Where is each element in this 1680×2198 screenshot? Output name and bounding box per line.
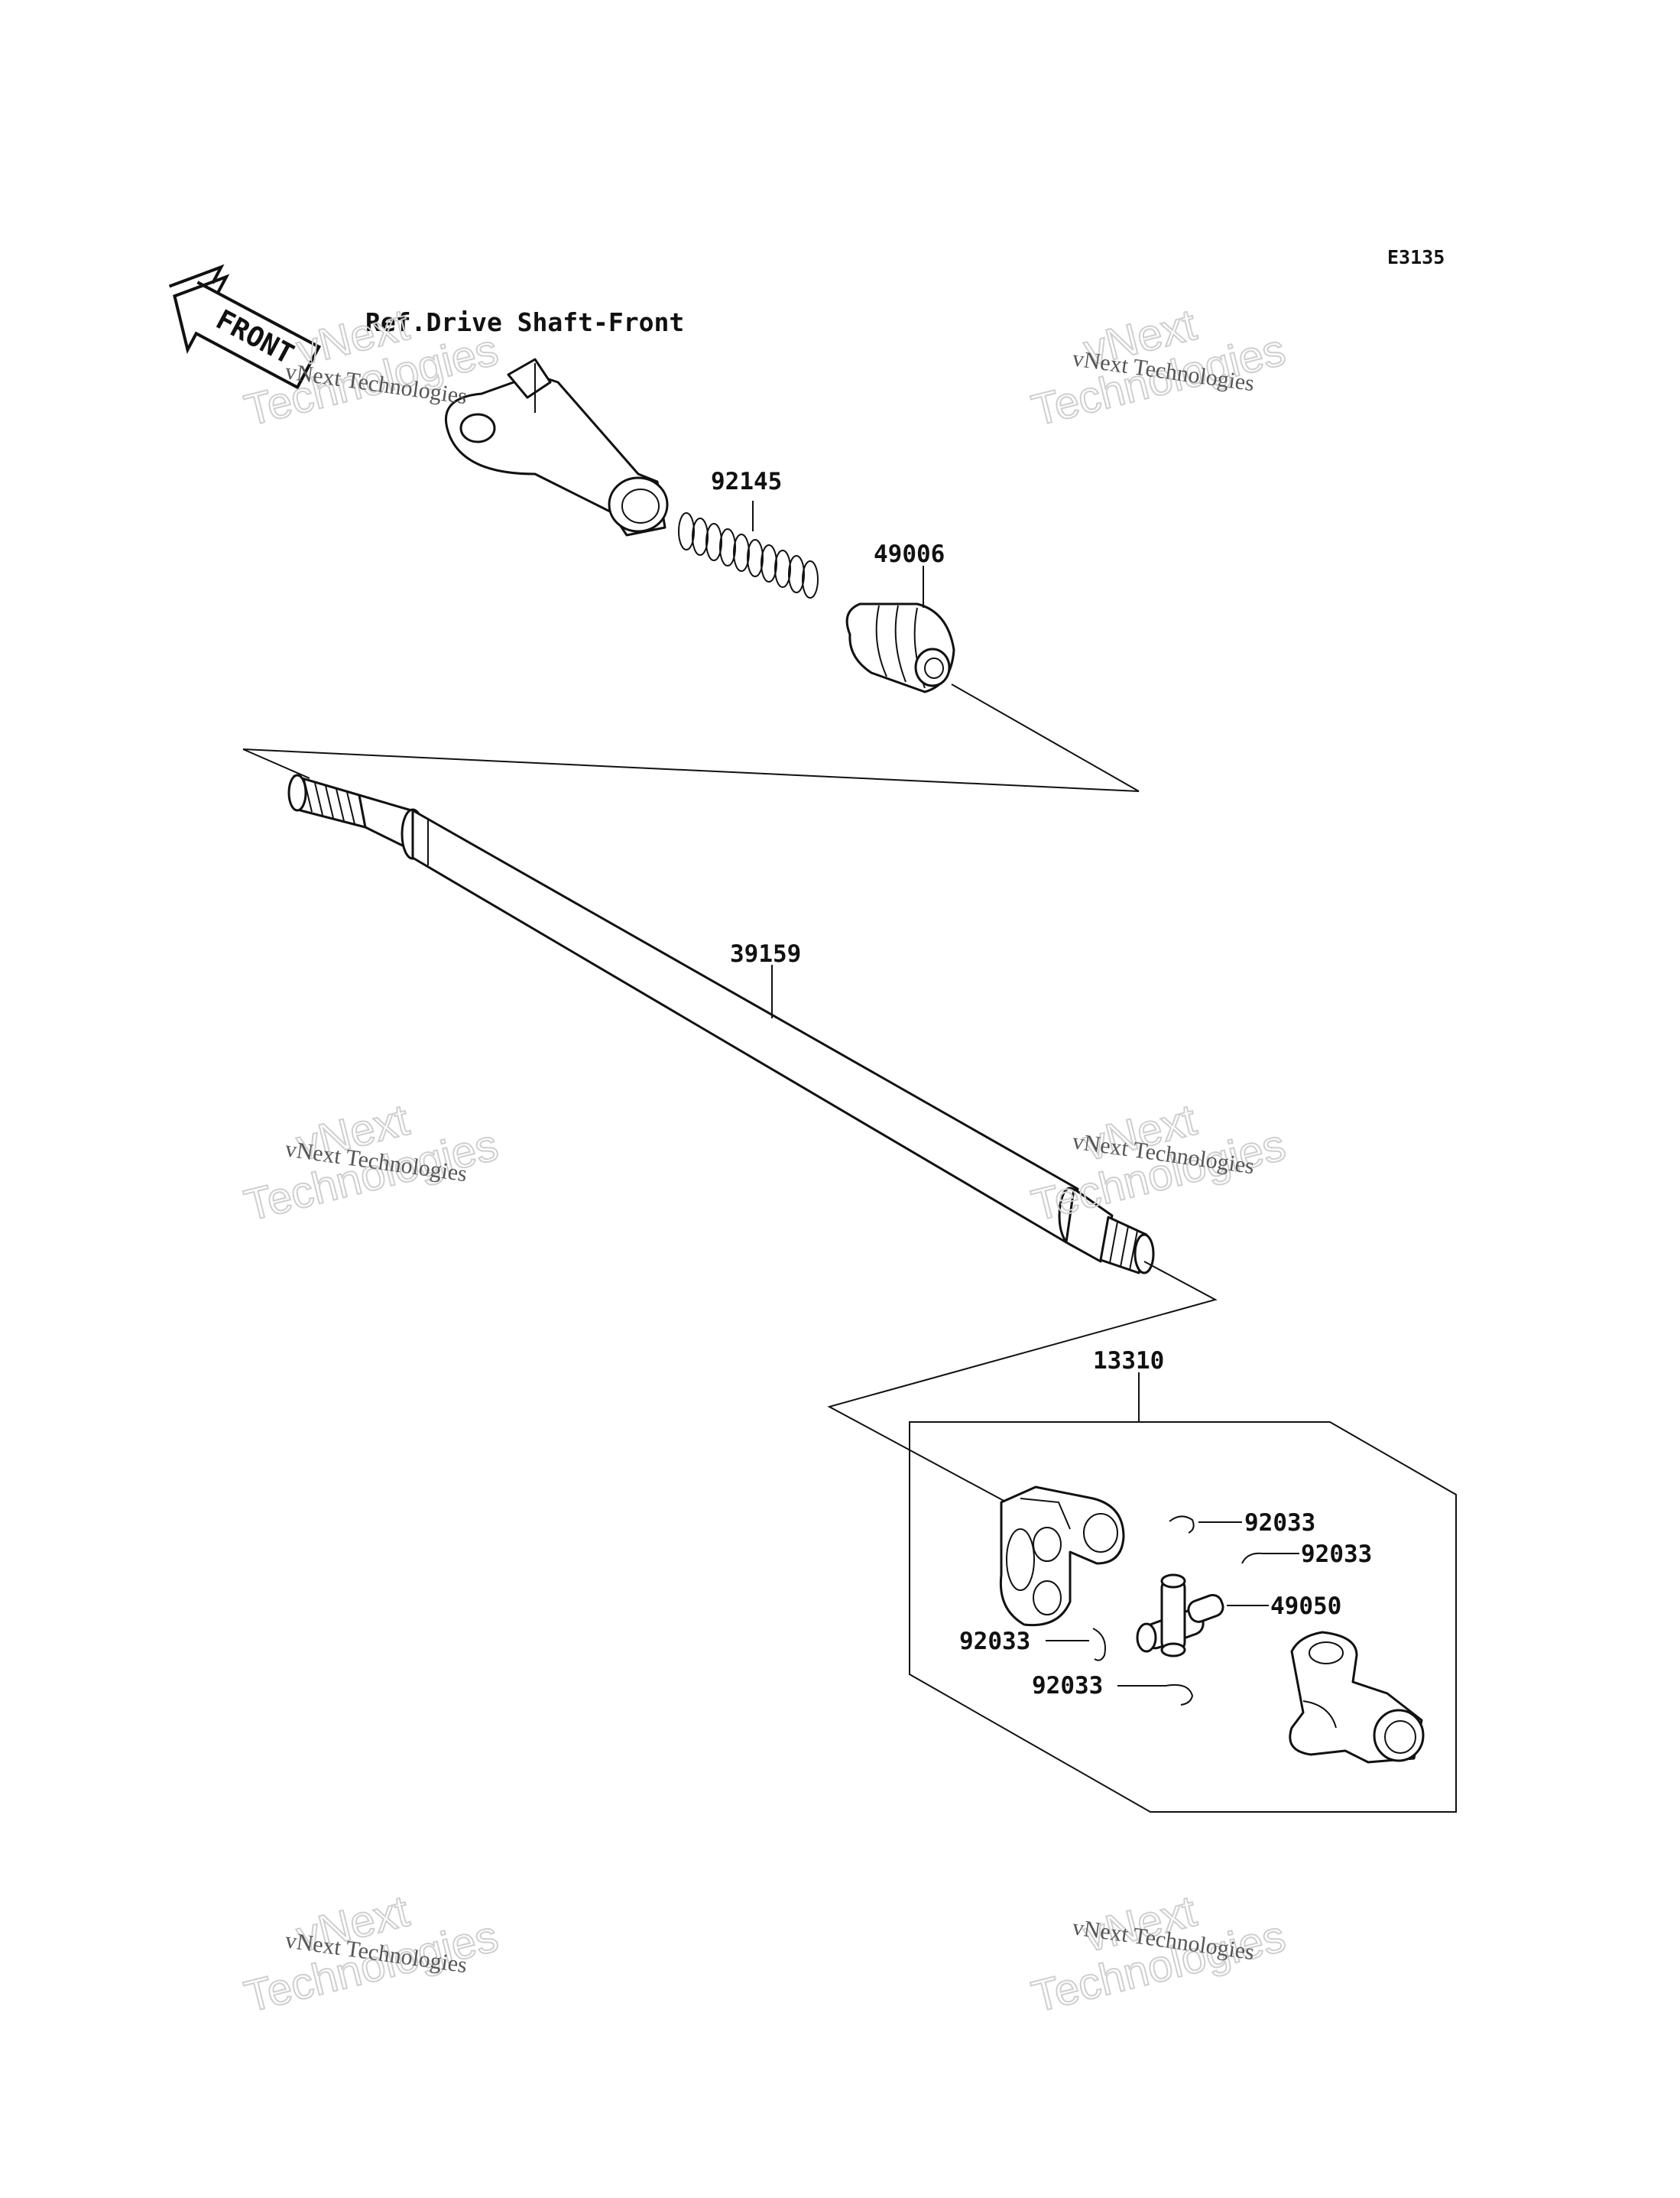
callout-92033-2: 92033 — [1301, 1541, 1372, 1568]
callout-39159: 39159 — [730, 940, 801, 968]
rear-yoke-illustration — [1289, 1631, 1425, 1764]
assembly-guide-line-top — [242, 683, 1140, 792]
callout-92033-3: 92033 — [959, 1628, 1030, 1655]
reference-label: Ref.Drive Shaft-Front — [365, 307, 684, 337]
circlip-illustration-3 — [1092, 1628, 1106, 1661]
front-yoke-illustration — [445, 358, 669, 537]
callout-92033-1: 92033 — [1244, 1509, 1315, 1537]
callout-92145: 92145 — [711, 468, 782, 495]
circlip-illustration-1 — [1169, 1515, 1195, 1534]
callout-92033-4: 92033 — [1032, 1672, 1103, 1700]
assembly-guide-line-bottom — [827, 1261, 1218, 1508]
circlip-illustration-4 — [1165, 1683, 1194, 1706]
callout-49050: 49050 — [1270, 1592, 1341, 1620]
boot-illustration — [845, 602, 955, 693]
joint-yoke-illustration — [999, 1485, 1125, 1627]
circlip-illustration-2 — [1241, 1552, 1263, 1564]
spring-illustration — [678, 512, 819, 599]
callout-13310: 13310 — [1093, 1347, 1164, 1375]
drive-shaft-illustration — [287, 774, 1155, 1274]
callout-49006: 49006 — [874, 541, 945, 568]
cross-spider-illustration — [1136, 1573, 1224, 1657]
joint-assembly-frame — [909, 1421, 1457, 1813]
diagram-code: E3135 — [1387, 246, 1445, 268]
